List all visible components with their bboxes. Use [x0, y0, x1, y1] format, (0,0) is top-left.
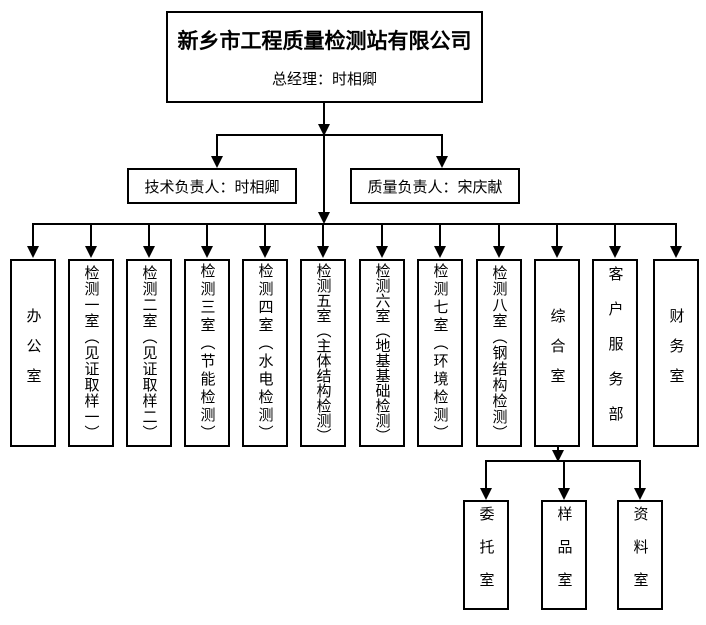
connector-root-to-departments — [27, 135, 682, 258]
department-box-testing-room-4: 检测四室（水电检测） — [242, 259, 288, 447]
connector-root-to-leaders — [211, 103, 448, 168]
company-root-box: 新乡市工程质量检测站有限公司 总经理：时相卿 — [166, 11, 483, 103]
subroom-box-commission: 委托室 — [463, 500, 509, 610]
company-title: 新乡市工程质量检测站有限公司 — [177, 29, 472, 53]
department-box-testing-room-8: 检测八室（钢结构检测） — [476, 259, 522, 447]
subroom-label: 委托室 — [477, 505, 496, 605]
leader-box-technical: 技术负责人：时相卿 — [127, 168, 297, 204]
general-manager-label: 总经理：时相卿 — [271, 70, 377, 88]
department-label: 检测二室（见证取样二） — [140, 265, 159, 441]
department-label: 检测五室（主体结构检测） — [314, 263, 333, 443]
department-box-testing-room-6: 检测六室（地基基础检测） — [359, 259, 405, 447]
connector-general-office-to-subrooms — [480, 447, 646, 500]
department-box-testing-room-1: 检测一室（见证取样一） — [68, 259, 114, 447]
department-box-finance: 财务室 — [653, 259, 699, 447]
department-label: 客户服务部 — [606, 265, 625, 441]
subroom-label: 资料室 — [631, 505, 650, 605]
department-box-testing-room-3: 检测三室（节能检测） — [184, 259, 230, 447]
department-label: 财务室 — [667, 308, 686, 398]
department-label: 检测四室（水电检测） — [256, 263, 275, 443]
leader-label: 质量负责人：宋庆献 — [367, 177, 503, 196]
department-box-office: 办公室 — [10, 259, 56, 447]
department-label: 检测七室（环境检测） — [431, 263, 450, 443]
department-label: 综合室 — [548, 308, 567, 398]
department-box-testing-room-5: 检测五室（主体结构检测） — [300, 259, 346, 447]
department-label: 检测八室（钢结构检测） — [490, 265, 509, 441]
department-box-testing-room-7: 检测七室（环境检测） — [417, 259, 463, 447]
department-label: 检测一室（见证取样一） — [82, 265, 101, 441]
department-label: 办公室 — [24, 308, 43, 398]
department-box-customer-service: 客户服务部 — [592, 259, 638, 447]
department-label: 检测六室（地基基础检测） — [373, 263, 392, 443]
subroom-box-sample: 样品室 — [541, 500, 587, 610]
leader-box-quality: 质量负责人：宋庆献 — [350, 168, 520, 204]
department-box-general-office: 综合室 — [534, 259, 580, 447]
department-label: 检测三室（节能检测） — [198, 263, 217, 443]
leader-label: 技术负责人：时相卿 — [144, 177, 280, 196]
subroom-box-archive: 资料室 — [617, 500, 663, 610]
subroom-label: 样品室 — [555, 505, 574, 605]
department-box-testing-room-2: 检测二室（见证取样二） — [126, 259, 172, 447]
